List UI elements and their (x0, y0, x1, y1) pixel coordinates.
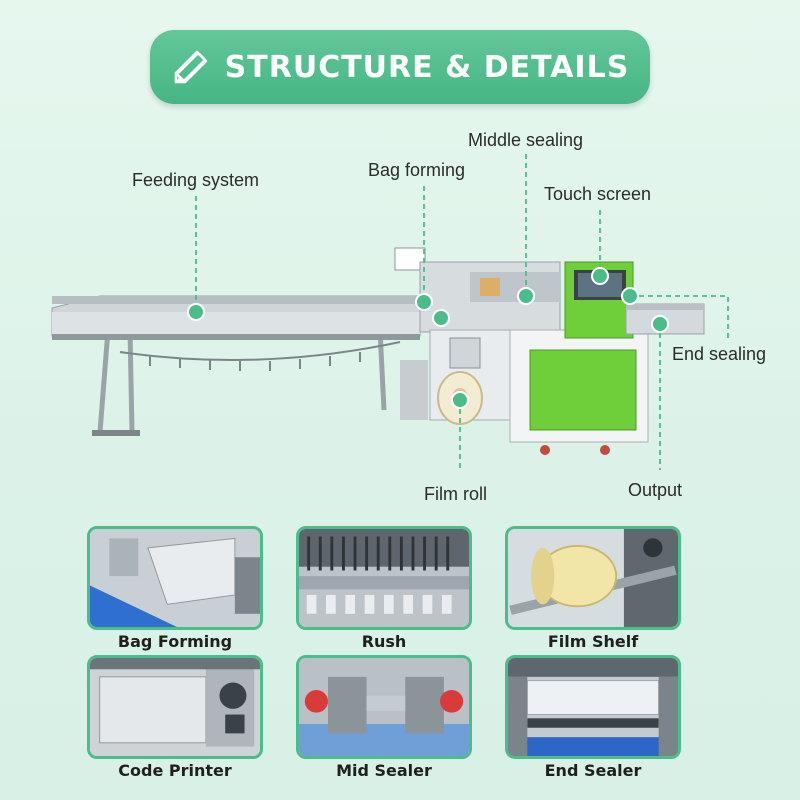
detail-photo-end-sealer (505, 655, 681, 759)
detail-photo-film-shelf (505, 526, 681, 630)
caption-code-printer: Code Printer (118, 761, 232, 780)
feeding-conveyor (51, 295, 421, 340)
control-cabinet (509, 261, 649, 455)
caption-bag-forming: Bag Forming (117, 632, 233, 651)
label-middle-sealing: Middle sealing (468, 130, 584, 150)
caption-film-shelf: Film Shelf (547, 632, 639, 651)
machine-illustration (51, 154, 729, 470)
leader-lines (195, 154, 729, 470)
detail-photo-mid-sealer (296, 655, 472, 759)
label-end-sealing: End sealing (672, 344, 767, 364)
label-film-roll: Film roll (424, 484, 487, 504)
ruler-pencil-icon (174, 50, 207, 84)
page-title: STRUCTURE & DETAILS (224, 49, 630, 85)
label-touch-screen: Touch screen (544, 184, 652, 204)
forming-unit (394, 247, 561, 421)
label-bag-forming: Bag forming (368, 160, 466, 180)
header-banner: STRUCTURE & DETAILS (150, 30, 650, 104)
label-feeding-system: Feeding system (132, 170, 260, 190)
detail-photo-bag-forming (87, 526, 263, 630)
detail-photo-rush (296, 526, 472, 630)
caption-end-sealer: End Sealer (544, 761, 642, 780)
caption-rush: Rush (361, 632, 407, 651)
detail-photo-code-printer (87, 655, 263, 759)
pusher-chain (119, 341, 401, 371)
label-output: Output (628, 480, 683, 500)
caption-mid-sealer: Mid Sealer (336, 761, 432, 780)
callout-dots (187, 267, 669, 409)
conveyor-legs (97, 329, 387, 433)
